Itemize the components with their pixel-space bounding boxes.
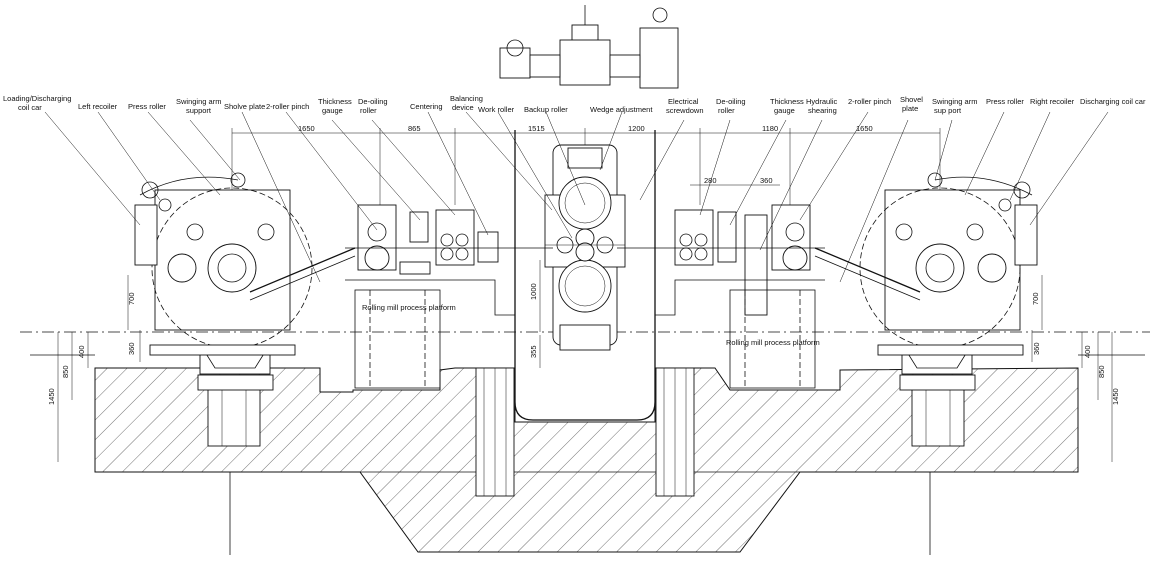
dim-850-right: 850 xyxy=(1097,365,1106,378)
label-hydraulic-shearing-1: Hydraulic xyxy=(806,97,838,106)
label-shovel-plate-right-2: plate xyxy=(902,104,918,113)
dim-360-top: 360 xyxy=(760,176,773,185)
label-pinch-right: 2-roller pinch xyxy=(848,97,891,106)
leader-lines xyxy=(44,111,1109,283)
label-platform-left: Rolling mill process platform xyxy=(362,303,456,312)
label-swing-arm-left-1: Swinging arm xyxy=(176,97,221,106)
label-balancing-1: Balancing xyxy=(450,94,483,103)
label-swing-arm-right-2: sup port xyxy=(934,106,962,115)
mill-stand xyxy=(499,5,679,421)
label-loading-car-2: coil car xyxy=(18,103,42,112)
dim-1650-right: 1650 xyxy=(856,124,873,133)
right-exit-equipment xyxy=(617,204,825,389)
label-shovel-plate-left: Sholve plate xyxy=(224,102,265,111)
label-wedge-adjustment: Wedge adjustment xyxy=(590,105,653,114)
label-loading-car-1: Loading/Discharging xyxy=(3,94,71,103)
label-discharging-car: Discharging coil car xyxy=(1080,97,1146,106)
dim-280: 280 xyxy=(704,176,717,185)
label-backup-roller: Backup roller xyxy=(524,105,568,114)
label-thickness-gauge-right-2: gauge xyxy=(774,106,795,115)
dim-1200: 1200 xyxy=(628,124,645,133)
anchor-bolts xyxy=(207,367,965,497)
dim-1180: 1180 xyxy=(762,124,778,133)
left-recoiler xyxy=(134,172,356,391)
label-swing-arm-left-2: support xyxy=(186,106,212,115)
label-electrical-screwdown-1: Electrical xyxy=(668,97,699,106)
label-pinch-left: 2-roller pinch xyxy=(266,102,309,111)
label-thickness-gauge-right-1: Thickness xyxy=(770,97,804,106)
dim-850-left: 850 xyxy=(61,365,70,378)
label-work-roller: Work roller xyxy=(478,105,515,114)
label-platform-right: Rolling mill process platform xyxy=(726,338,820,347)
dimension-text: 1650 865 1515 1200 1180 1650 280 360 700… xyxy=(47,124,1120,405)
dim-360-right: 360 xyxy=(1032,342,1041,355)
label-thickness-gauge-left-2: gauge xyxy=(322,106,343,115)
label-swing-arm-right-1: Swinging arm xyxy=(932,97,977,106)
dim-700-left: 700 xyxy=(127,292,136,305)
dim-1450-right: 1450 xyxy=(1111,388,1120,405)
dim-400-left: 400 xyxy=(77,345,86,358)
label-deoiling-left-1: De-oiling xyxy=(358,97,388,106)
label-balancing-2: device xyxy=(452,103,474,112)
left-entry-equipment xyxy=(345,204,553,389)
component-labels: Loading/Discharging coil car Left recoil… xyxy=(3,94,1146,347)
dim-865: 865 xyxy=(408,124,421,133)
dimension-lines xyxy=(57,128,1113,462)
dim-1650-left: 1650 xyxy=(298,124,315,133)
label-centering: Centering xyxy=(410,102,443,111)
label-thickness-gauge-left-1: Thickness xyxy=(318,97,352,106)
label-hydraulic-shearing-2: shearing xyxy=(808,106,837,115)
label-deoiling-right-1: De-oiling xyxy=(716,97,746,106)
label-right-recoiler: Right recoiler xyxy=(1030,97,1075,106)
label-deoiling-left-2: roller xyxy=(360,106,377,115)
dim-400-right: 400 xyxy=(1083,345,1092,358)
dim-1450-left: 1450 xyxy=(47,388,56,405)
dim-355: 355 xyxy=(529,345,538,358)
label-press-roller-right: Press roller xyxy=(986,97,1024,106)
dim-700-right: 700 xyxy=(1031,292,1040,305)
label-electrical-screwdown-2: screwdown xyxy=(666,106,704,115)
right-recoiler xyxy=(814,172,1038,391)
label-press-roller-left: Press roller xyxy=(128,102,166,111)
label-shovel-plate-right-1: Shovel xyxy=(900,95,923,104)
label-left-recoiler: Left recoiler xyxy=(78,102,118,111)
concrete-foundation xyxy=(20,331,1150,555)
dim-1000: 1000 xyxy=(529,283,538,300)
dim-1515: 1515 xyxy=(528,124,545,133)
label-deoiling-right-2: roller xyxy=(718,106,735,115)
dim-360-left: 360 xyxy=(127,342,136,355)
